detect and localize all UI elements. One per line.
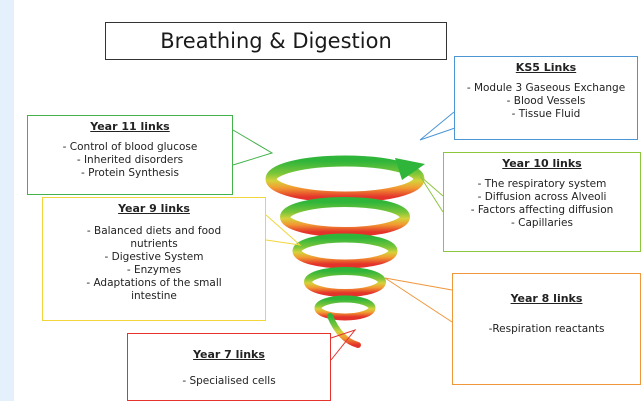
year-7-pointer (0, 0, 641, 401)
